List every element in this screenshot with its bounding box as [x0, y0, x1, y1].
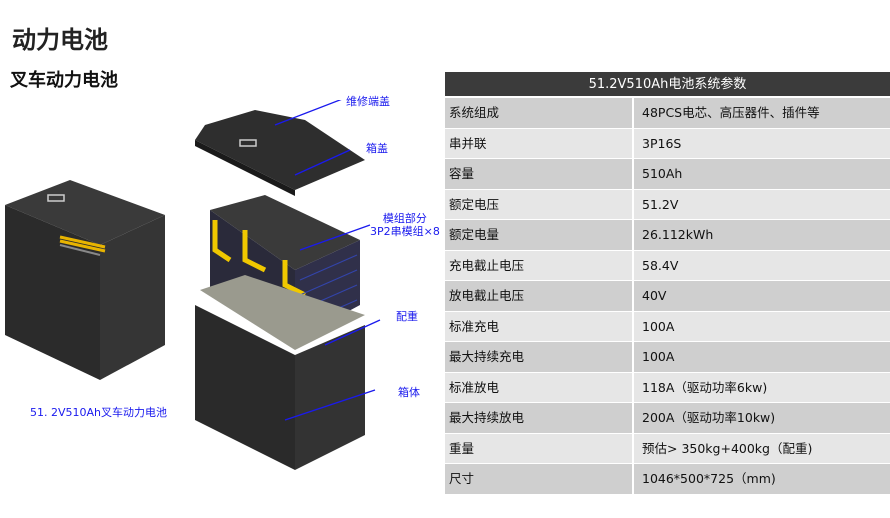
table-row: 尺寸 1046*500*725（mm): [445, 464, 890, 495]
table-header: 51.2V510Ah电池系统参数: [445, 72, 890, 98]
param-value: 100A: [642, 349, 675, 364]
label-box-body: 箱体: [398, 386, 420, 399]
table-row: 容量 510Ah: [445, 159, 890, 190]
table-row: 充电截止电压 58.4V: [445, 250, 890, 281]
param-label: 放电截止电压: [445, 281, 634, 311]
table-row: 串并联 3P16S: [445, 128, 890, 159]
label-maintenance-cover: 维修端盖: [346, 95, 390, 108]
param-value: 100A: [642, 318, 675, 334]
param-label: 充电截止电压: [445, 250, 634, 280]
param-label: 串并联: [445, 128, 634, 158]
param-value: 预估> 350kg+400kg（配重): [642, 440, 813, 456]
param-label: 容量: [445, 159, 634, 189]
table-row: 标准放电 118A（驱动功率6kw): [445, 372, 890, 403]
assembled-battery-image: [5, 180, 165, 380]
param-value: 200A（驱动功率10kw): [642, 410, 776, 425]
table-row: 放电截止电压 40V: [445, 281, 890, 312]
battery-caption: 51. 2V510Ah叉车动力电池: [30, 406, 168, 419]
label-module-part: 模组部分 3P2串模组×8: [370, 212, 440, 238]
table-row: 最大持续放电 200A（驱动功率10kw): [445, 403, 890, 434]
table-row: 最大持续充电 100A: [445, 342, 890, 373]
label-counterweight: 配重: [396, 310, 418, 323]
param-value: 510Ah: [642, 166, 683, 181]
param-value: 118A（驱动功率6kw): [642, 379, 768, 395]
param-label: 重量: [445, 433, 634, 463]
page-title: 动力电池: [12, 26, 108, 54]
table-row: 额定电压 51.2V: [445, 189, 890, 220]
param-label: 额定电量: [445, 220, 634, 250]
param-value: 1046*500*725（mm): [642, 471, 776, 486]
param-label: 系统组成: [445, 98, 634, 128]
section-subtitle: 叉车动力电池: [10, 70, 118, 91]
param-value: 51.2V: [642, 196, 679, 212]
param-value: 40V: [642, 288, 667, 303]
label-box-cover: 箱盖: [366, 142, 388, 155]
table-row: 标准充电 100A: [445, 311, 890, 342]
param-value: 48PCS电芯、高压器件、插件等: [642, 105, 820, 120]
label-module-line2: 3P2串模组×8: [370, 225, 440, 238]
param-label: 最大持续放电: [445, 403, 634, 433]
param-value: 26.112kWh: [642, 227, 714, 242]
table-row: 重量预估> 350kg+400kg（配重): [445, 433, 890, 464]
param-value: 3P16S: [642, 135, 682, 151]
param-value: 58.4V: [642, 257, 679, 273]
param-label: 最大持续充电: [445, 342, 634, 372]
table-row: 系统组成 48PCS电芯、高压器件、插件等: [445, 98, 890, 129]
label-module-line1: 模组部分: [382, 212, 427, 225]
exploded-view-image: [195, 100, 381, 470]
param-label: 标准充电: [445, 311, 634, 341]
param-label: 尺寸: [445, 464, 634, 494]
param-label: 标准放电: [445, 372, 634, 402]
table-row: 额定电量 26.112kWh: [445, 220, 890, 251]
param-label: 额定电压: [445, 189, 634, 219]
